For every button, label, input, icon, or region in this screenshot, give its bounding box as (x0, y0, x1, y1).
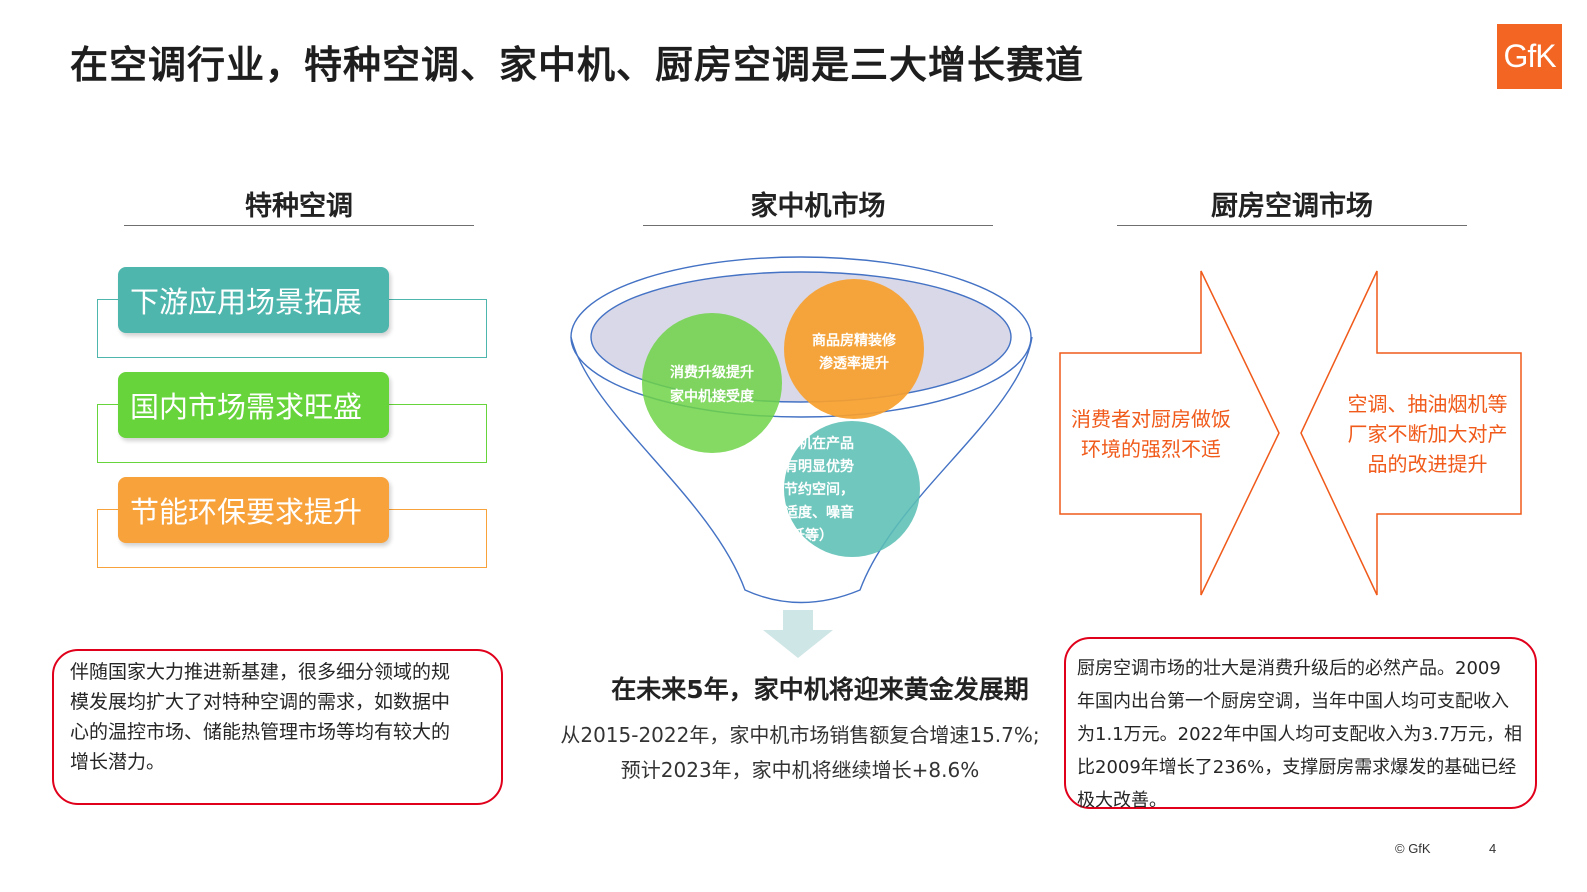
growth-line: 从2015-2022年，家中机市场销售额复合增速15.7%; (560, 723, 1040, 747)
circle-product-advantage (784, 421, 920, 557)
arrow-text-line: 环境的强烈不适 (1081, 437, 1221, 461)
arrow-text-line: 品的改进提升 (1367, 452, 1488, 476)
funnel-arrow-head (763, 630, 833, 658)
arrow-text-line: 厂家不断加大对产 (1347, 422, 1508, 446)
circle-consumer-upgrade (642, 313, 782, 453)
home-central-headline: 在未来5年，家中机将迎来黄金发展期 (611, 675, 1029, 704)
arrow-text-line: 空调、抽油烟机等 (1347, 392, 1508, 416)
right-pointing-arrow (1059, 270, 1280, 596)
domestic-demand-box: 国内市场需求旺盛 (118, 372, 389, 438)
funnel-arrow-stem (783, 610, 813, 630)
orange-circle-line-2: 渗透率提升 (819, 355, 889, 372)
note-line: 增长潜力。 (70, 751, 166, 773)
consumer-discomfort-text: 消费者对厨房做饭 环境的强烈不适 (1062, 404, 1240, 464)
energy-saving-box: 节能环保要求提升 (118, 477, 389, 543)
home-central-growth: 从2015-2022年，家中机市场销售额复合增速15.7%; 预计2023年，家… (540, 718, 1060, 788)
page-number: 4 (1489, 841, 1497, 856)
teal-circle-line-3: （节约空间， (770, 481, 854, 498)
note-line: 心的温控市场、储能热管理市场等均有较大的 (70, 721, 451, 743)
special-ac-note-box (52, 649, 503, 805)
note-line: 为1.1万元。2022年中国人均可支配收入为3.7万元，相 (1077, 724, 1523, 745)
note-line: 年国内出台第一个厨房空调，当年中国人均可支配收入 (1077, 691, 1509, 712)
kitchen-ac-note: 厨房空调市场的壮大是消费升级后的必然产品。2009 年国内出台第一个厨房空调，当… (1077, 652, 1537, 817)
downstream-expansion-box: 下游应用场景拓展 (118, 267, 389, 333)
special-ac-note: 伴随国家大力推进新基建，很多细分领域的规 模发展均扩大了对特种空调的需求，如数据… (70, 657, 500, 777)
home-central-heading: 家中机市场 (750, 191, 886, 222)
growth-line: 预计2023年，家中机将继续增长+8.6% (620, 758, 980, 782)
kitchen-ac-heading: 厨房空调市场 (1211, 191, 1373, 222)
green-circle-line-2: 家中机接受度 (670, 388, 755, 405)
note-line: 比2009年增长了236%，支撑厨房需求爆发的基础已经 (1077, 757, 1517, 778)
note-line: 伴随国家大力推进新基建，很多细分领域的规 (70, 661, 451, 683)
special-ac-heading: 特种空调 (245, 191, 353, 222)
note-line: 厨房空调市场的壮大是消费升级后的必然产品。2009 (1077, 658, 1501, 679)
home-central-heading-rule (643, 225, 993, 226)
note-line: 模发展均扩大了对特种空调的需求，如数据中 (70, 691, 451, 713)
note-line: 极大改善。 (1077, 790, 1167, 811)
teal-circle-line-5: 低等） (790, 527, 833, 544)
teal-circle-line-4: 舒适度、噪音 (770, 504, 854, 521)
kitchen-ac-heading-rule (1117, 225, 1467, 226)
special-ac-heading-rule (124, 225, 474, 226)
green-circle-line-1: 消费升级提升 (670, 364, 754, 381)
arrow-text-line: 消费者对厨房做饭 (1071, 407, 1231, 431)
funnel-diagram: 消费升级提升 家中机接受度 商品房精装修 渗透率提升 家中机在产品 力有明显优势… (570, 256, 1033, 658)
teal-circle-line-1: 家中机在产品 (770, 435, 854, 452)
circle-decoration-penetration (784, 279, 924, 419)
kitchen-ac-note-box (1064, 637, 1537, 809)
funnel-outer-rim (570, 256, 1032, 418)
left-pointing-arrow (1300, 270, 1522, 596)
gfk-logo: GfK (1497, 24, 1562, 89)
page-title: 在空调行业，特种空调、家中机、厨房空调是三大增长赛道 (70, 43, 1085, 87)
teal-circle-line-2: 力有明显优势 (770, 458, 854, 475)
orange-circle-line-1: 商品房精装修 (812, 332, 897, 349)
manufacturer-improvement-text: 空调、抽油烟机等 厂家不断加大对产 品的改进提升 (1335, 389, 1520, 479)
funnel-body (570, 336, 1033, 604)
footer-copyright: © GfK (1395, 841, 1431, 856)
kitchen-arrows-diagram (1059, 270, 1522, 596)
